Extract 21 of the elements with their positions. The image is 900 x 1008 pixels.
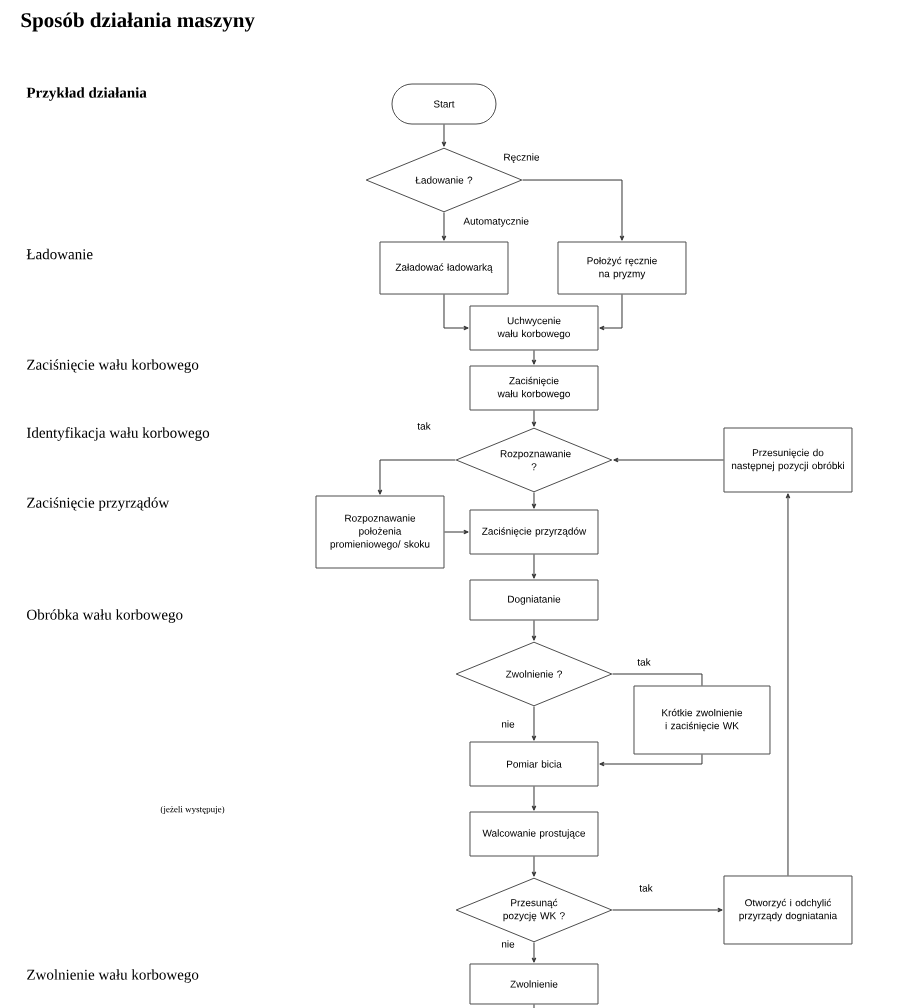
arrow: [531, 492, 537, 509]
arrow: [531, 554, 537, 579]
arrow: [531, 706, 537, 741]
title: Sposób działania maszyny: [21, 12, 255, 32]
arrow: [531, 856, 537, 877]
arrow: [599, 294, 623, 331]
arrow: [785, 493, 791, 876]
arrow: [531, 620, 537, 641]
arrow: [531, 410, 537, 427]
arrow: [377, 459, 456, 495]
arrow: [613, 457, 724, 463]
arrow: [443, 294, 469, 331]
arrow: [441, 124, 447, 147]
arrow: [531, 350, 537, 365]
arrow: [599, 754, 703, 767]
arrow: [531, 786, 537, 811]
arrow: [612, 907, 723, 913]
arrow: [441, 212, 447, 241]
arrow: [531, 942, 537, 963]
arrow: [444, 529, 469, 535]
arrow: [522, 179, 625, 241]
